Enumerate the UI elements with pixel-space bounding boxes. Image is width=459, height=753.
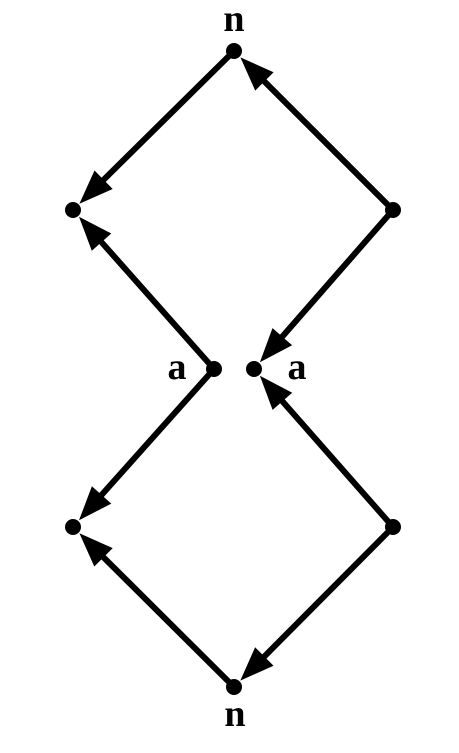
node-label-top: n <box>223 0 244 40</box>
node-bottom <box>226 679 242 695</box>
node-middle-right <box>246 361 262 377</box>
arrowhead-top-to-upper-left <box>79 170 113 204</box>
edges-layer <box>79 48 396 690</box>
node-middle-left <box>206 361 222 377</box>
arrowhead-upper-right-to-top <box>240 57 274 91</box>
node-label-bottom: n <box>224 693 245 735</box>
nodes-layer <box>65 43 401 695</box>
edge-middle-left-to-upper-left <box>96 237 217 371</box>
edge-lower-right-to-bottom <box>259 524 396 662</box>
node-top <box>226 43 242 59</box>
arrowhead-lower-right-to-middle-right <box>259 375 293 410</box>
edge-upper-right-to-middle-right <box>277 208 396 342</box>
edge-lower-right-to-middle-right <box>277 396 396 529</box>
node-label-middle-right: a <box>288 346 307 388</box>
node-upper-right <box>385 202 401 218</box>
edge-upper-right-to-top <box>259 76 396 213</box>
arrowhead-middle-left-to-upper-left <box>79 216 112 251</box>
arrowhead-bottom-to-lower-left <box>79 533 113 567</box>
arrowhead-upper-right-to-middle-right <box>259 328 293 363</box>
edge-bottom-to-lower-left <box>98 552 237 690</box>
edge-top-to-upper-left <box>98 48 237 185</box>
node-label-middle-left: a <box>168 346 187 388</box>
node-lower-left <box>65 519 81 535</box>
node-lower-right <box>385 519 401 535</box>
arrowhead-middle-left-to-lower-left <box>79 486 112 521</box>
arrowhead-lower-right-to-bottom <box>240 647 274 681</box>
edge-middle-left-to-lower-left <box>96 367 217 500</box>
node-upper-left <box>65 202 81 218</box>
